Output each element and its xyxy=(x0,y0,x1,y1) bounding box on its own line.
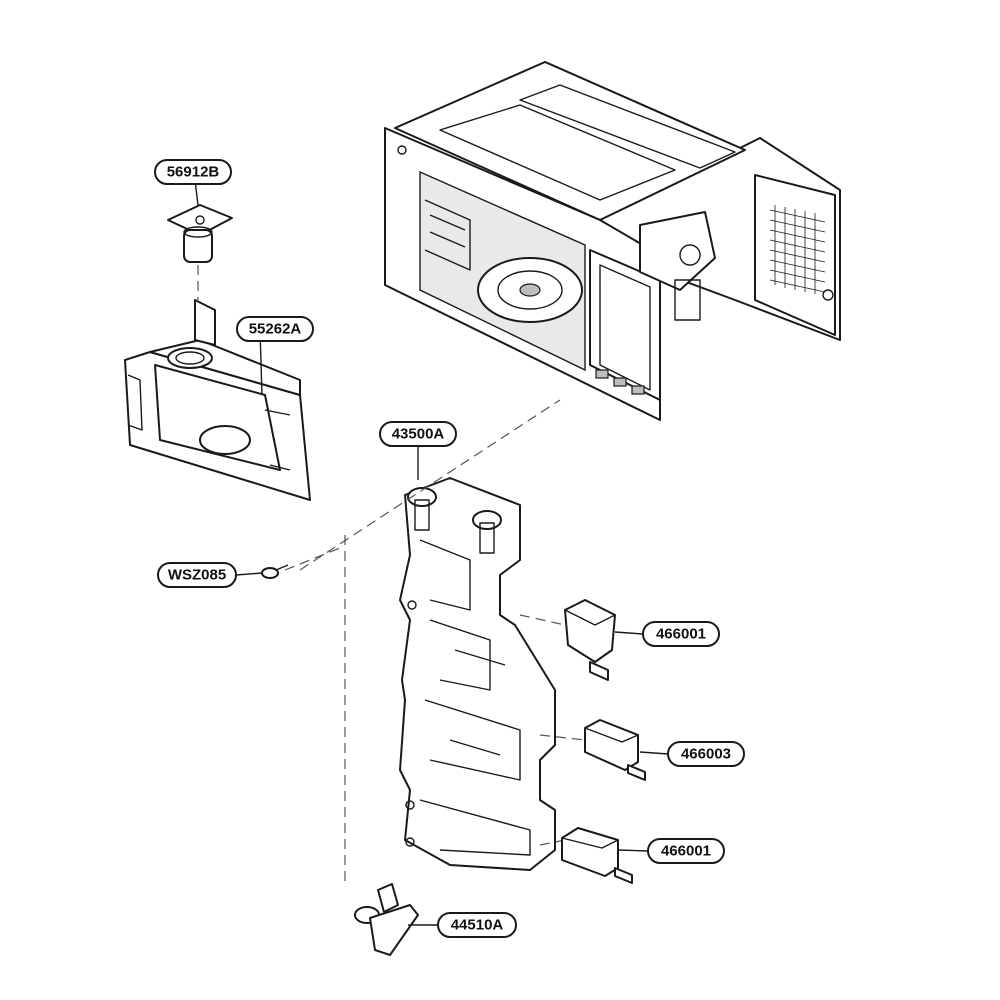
oven-cavity-assembly xyxy=(384,61,841,421)
callout-label-44510a: 44510A xyxy=(451,917,504,934)
callout-label-466003: 466003 xyxy=(681,746,731,763)
callout-label-466001-bottom: 466001 xyxy=(661,843,711,860)
callout-label-56912b: 56912B xyxy=(167,164,220,181)
lamp-socket-part xyxy=(167,204,233,263)
screw-part xyxy=(261,564,289,579)
callout-55262a: 55262A xyxy=(236,316,314,342)
vent-grid xyxy=(769,205,826,294)
callout-44510a: 44510A xyxy=(437,912,517,938)
callout-label-wsz085: WSZ085 xyxy=(168,567,226,584)
callout-wsz085: WSZ085 xyxy=(157,562,237,588)
switch-part-bottom xyxy=(561,827,633,884)
switch-part-middle xyxy=(584,719,646,781)
callout-label-43500a: 43500A xyxy=(392,426,445,443)
callout-56912b: 56912B xyxy=(154,159,232,185)
callout-466003: 466003 xyxy=(667,741,745,767)
air-duct-part xyxy=(124,299,311,501)
callout-label-55262a: 55262A xyxy=(249,321,302,338)
switch-part-top xyxy=(564,599,616,681)
latch-board-part xyxy=(399,477,556,871)
callout-466001-bottom: 466001 xyxy=(647,838,725,864)
callout-label-466001-top: 466001 xyxy=(656,626,706,643)
callout-466001-top: 466001 xyxy=(642,621,720,647)
callout-43500a: 43500A xyxy=(379,421,457,447)
lever-part xyxy=(354,883,419,956)
